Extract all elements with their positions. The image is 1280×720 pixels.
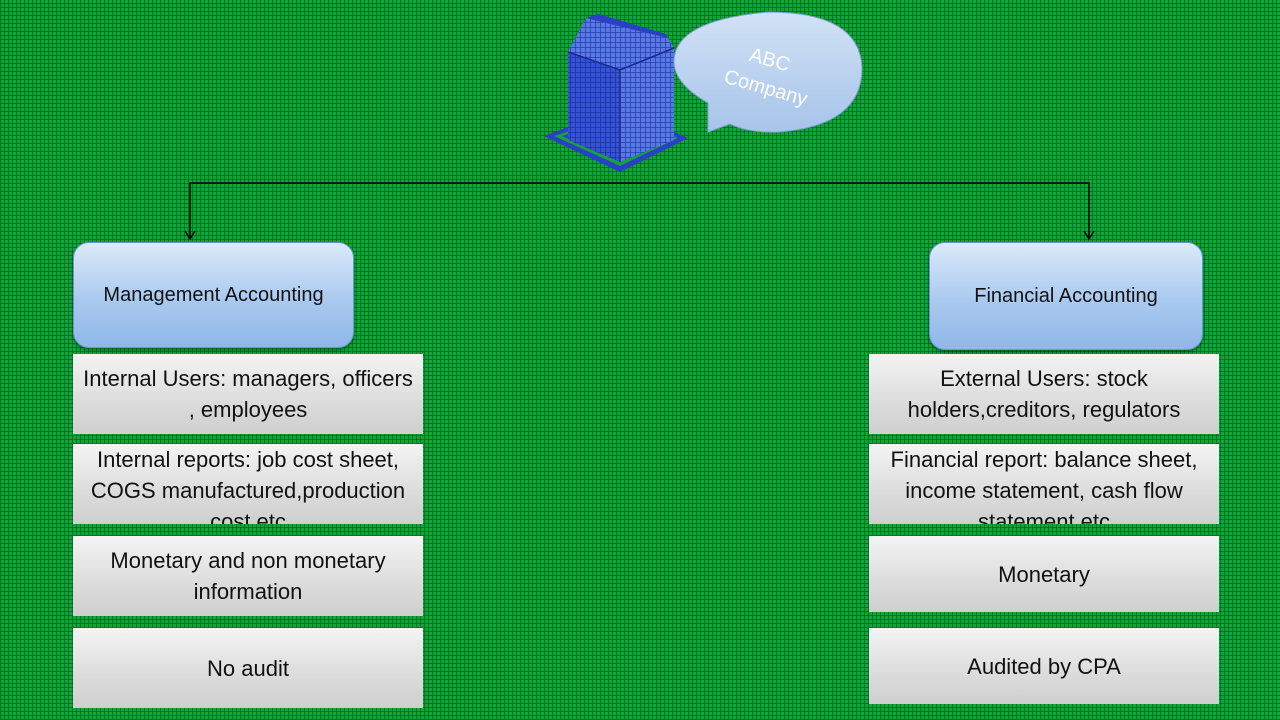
financial-reports-text: Financial report: balance sheet, income … [890,447,1198,524]
management-information-box: Monetary and non monetary information [73,536,423,616]
financial-reports-box: Financial report: balance sheet, income … [869,444,1219,524]
financial-accounting-title: Financial Accounting [974,284,1158,307]
financial-users-text: External Users: stock holders,creditors,… [907,366,1181,422]
management-users-text: Internal Users: managers, officers , emp… [83,366,413,422]
financial-audit-text: Audited by CPA [967,653,1121,679]
management-audit-box: No audit [73,628,423,708]
management-users-box: Internal Users: managers, officers , emp… [73,354,423,434]
financial-users-box: External Users: stock holders,creditors,… [869,354,1219,434]
management-accounting-header: Management Accounting [73,242,354,348]
financial-accounting-header: Financial Accounting [929,242,1203,350]
management-audit-text: No audit [207,655,289,681]
financial-information-box: Monetary [869,536,1219,612]
office-building-icon [544,14,688,172]
speech-bubble: ABC Company [673,11,863,133]
management-reports-text: Internal reports: job cost sheet, COGS m… [90,447,406,524]
financial-information-text: Monetary [998,561,1090,587]
financial-audit-box: Audited by CPA [869,628,1219,704]
management-reports-box: Internal reports: job cost sheet, COGS m… [73,444,423,524]
management-accounting-title: Management Accounting [103,283,324,306]
management-information-text: Monetary and non monetary information [110,548,386,604]
